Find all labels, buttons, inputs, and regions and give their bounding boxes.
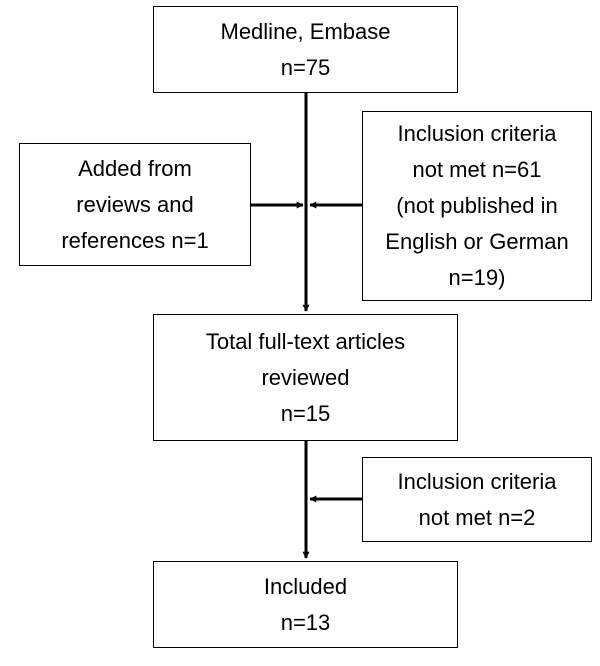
- node-added-line-2: reviews and: [76, 191, 194, 217]
- node-fulltext-line-3: n=15: [280, 400, 331, 426]
- node-included-line-2: n=13: [280, 609, 331, 635]
- node-excluded1-line-1: Inclusion criteria: [397, 121, 557, 146]
- node-added-from-reviews: Added from reviews and references n=1: [19, 143, 251, 266]
- node-excluded1-line-2: not met n=61: [412, 157, 542, 182]
- node-included-line-1: Included: [263, 573, 348, 599]
- node-total-full-text: Total full-text articles reviewed n=15: [153, 314, 458, 441]
- node-fulltext-line-1: Total full-text articles: [205, 328, 406, 354]
- node-medline-line-2: n=75: [280, 54, 331, 80]
- node-excluded1-line-3: (not published in: [396, 193, 558, 218]
- node-medline-line-1: Medline, Embase: [220, 18, 391, 44]
- node-medline-embase: Medline, Embase n=75: [153, 6, 458, 93]
- node-included: Included n=13: [153, 561, 458, 648]
- node-excluded2-line-2: not met n=2: [418, 504, 536, 530]
- node-excluded2-line-1: Inclusion criteria: [397, 468, 557, 494]
- node-added-line-1: Added from: [78, 155, 192, 181]
- node-excluded-2: Inclusion criteria not met n=2: [362, 457, 592, 542]
- node-excluded-1: Inclusion criteria not met n=61 (not pub…: [362, 111, 592, 301]
- node-added-line-3: references n=1: [61, 227, 209, 253]
- node-excluded1-line-4: English or German: [385, 229, 569, 254]
- node-fulltext-line-2: reviewed: [261, 364, 350, 390]
- node-excluded1-line-5: n=19): [448, 265, 506, 290]
